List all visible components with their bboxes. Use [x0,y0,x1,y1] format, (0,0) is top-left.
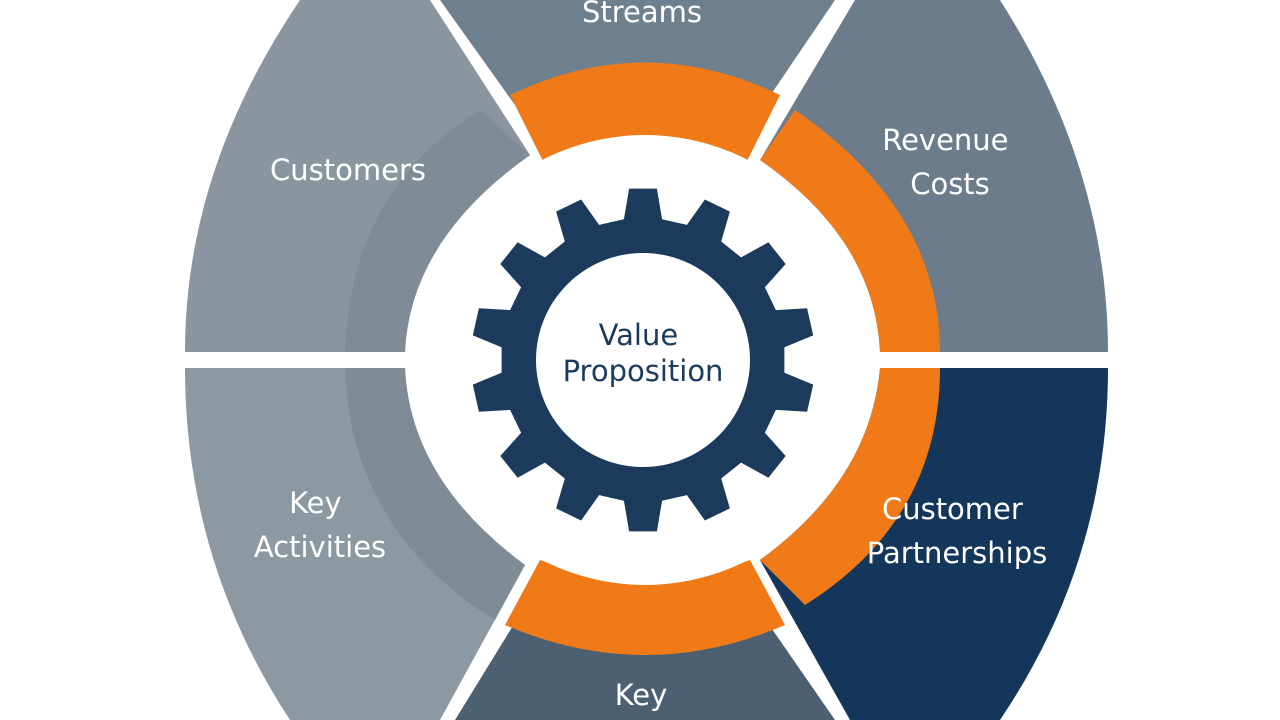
accent-ring-right-lower [760,368,940,605]
segment-top-label-line-1: Streams [582,0,702,29]
accent-ring-right-upper [760,110,940,352]
segment-lower-left-label-line-1: Key [289,486,342,520]
segment-upper-right [760,0,1108,352]
center-label: Value Proposition [563,318,724,388]
segment-upper-right-shape [760,0,1108,352]
segment-upper-left [185,0,530,352]
segment-bottom-label-line-1: Key [615,678,668,712]
inner-band-lower-left [345,368,525,620]
segment-lower-right-label: Customer Partnerships [867,492,1047,570]
segment-bottom-label: Key [615,678,668,712]
segment-lower-left-label: Key Activities [254,486,386,564]
segment-upper-left-label: Customers [270,153,426,187]
segment-lower-right-label-line-2: Partnerships [867,536,1047,570]
segment-upper-left-shape [185,0,530,352]
segment-lower-left-shape [185,368,525,720]
segment-lower-right-label-line-1: Customer [882,492,1023,526]
segment-top-label: Streams [582,0,702,29]
gear-inner-circle [536,253,750,467]
inner-band-upper-left [345,110,530,352]
segment-lower-right-shape [760,368,1108,720]
accent-ring-top [510,62,780,165]
center-label-line-2: Proposition [563,354,724,388]
segment-lower-right [760,368,1108,720]
segment-lower-left [185,368,525,720]
segment-upper-left-label-line-1: Customers [270,153,426,187]
center-label-line-1: Value [599,318,679,352]
segment-upper-right-label-line-2: Costs [910,167,990,201]
accent-ring-bottom [505,560,785,655]
segment-upper-right-label-line-1: Revenue [882,123,1008,157]
segment-lower-left-label-line-2: Activities [254,530,386,564]
segment-upper-right-label: Revenue Costs [882,123,1018,201]
